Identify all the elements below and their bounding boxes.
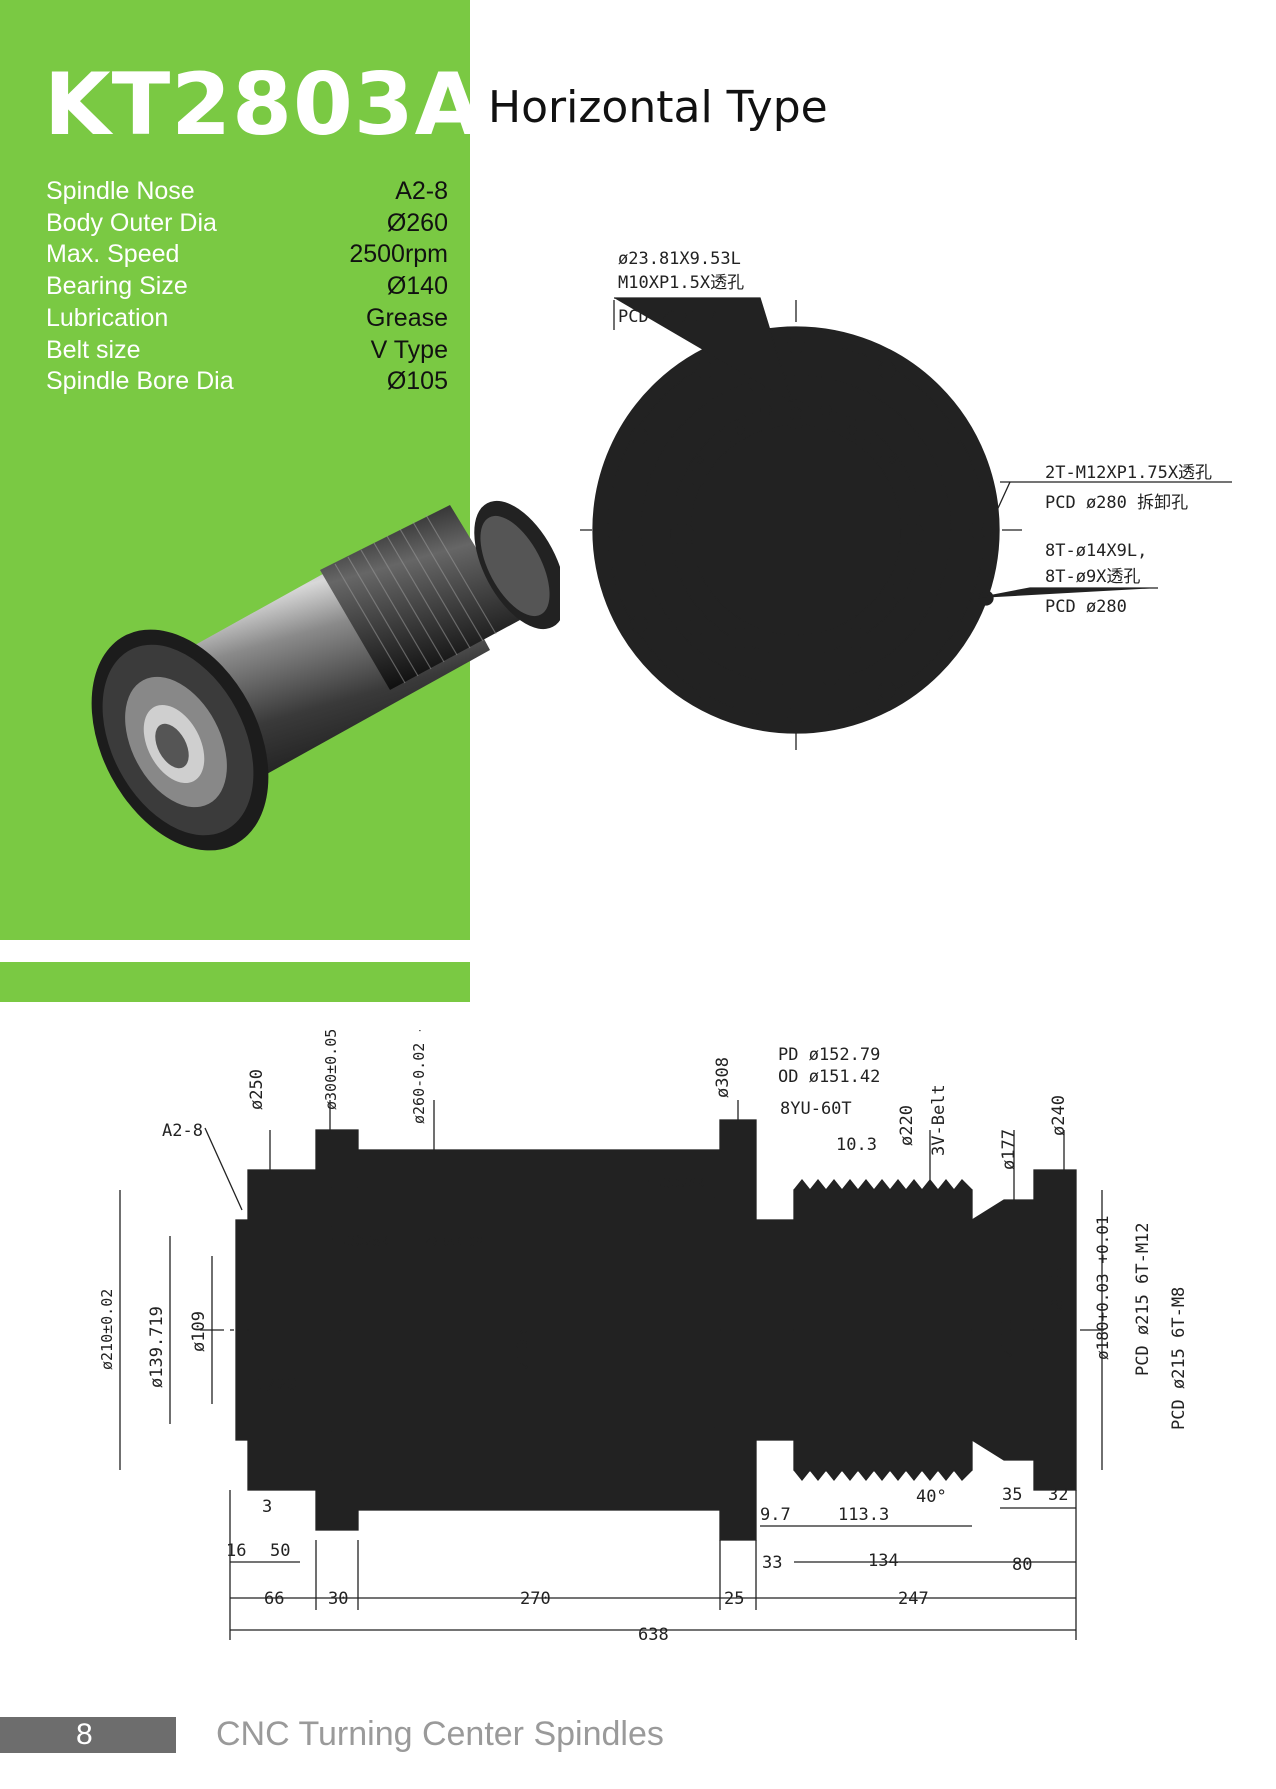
footer-title: CNC Turning Center Spindles	[216, 1715, 664, 1753]
note-pcd-280: PCD ø280	[1045, 597, 1127, 617]
front-view-drawing: ø23.81X9.53L M10XP1.5X透孔 PCD ø171.4 2T-M…	[580, 249, 1232, 750]
label-10: 10	[1046, 1266, 1063, 1282]
spec-row: Max. Speed 2500rpm	[46, 239, 448, 271]
label-25: 25	[724, 1589, 744, 1609]
label-d105: ø105	[513, 1329, 533, 1370]
label-brg-rear: NN3026K	[646, 1176, 706, 1192]
label-pd: PD ø152.79	[778, 1045, 880, 1065]
dimension-lines	[119, 1100, 1103, 1640]
label-belt: 3V-Belt	[929, 1084, 949, 1156]
bearings	[331, 1187, 717, 1471]
label-d240: ø240	[1049, 1095, 1069, 1136]
spec-value: Ø260	[386, 208, 448, 237]
inner-bolt-holes	[696, 399, 896, 464]
label-d308: ø308	[713, 1057, 733, 1098]
note-thread-through: M10XP1.5X透孔	[618, 273, 744, 293]
flange-outline	[580, 300, 1022, 750]
label-270: 270	[520, 1589, 551, 1609]
spec-value: Ø140	[386, 272, 448, 301]
label-35: 35	[1002, 1485, 1022, 1505]
label-d180: ø180+0.03 +0.01	[1093, 1216, 1112, 1361]
label-d139: ø139.719	[147, 1306, 167, 1388]
side-view-drawing: A2-8 ø250 ø300±0.05 ø260-0.02 -0.05 ø308…	[98, 1030, 1189, 1645]
spec-row: Belt size V Type	[46, 335, 448, 367]
spindle-photo	[91, 500, 560, 851]
label-d210: ø210±0.02	[98, 1289, 116, 1370]
label-pcd-m8: PCD ø215 6T-M8	[1169, 1287, 1189, 1430]
label-3: 3	[262, 1497, 272, 1517]
label-134: 134	[868, 1551, 899, 1571]
type-subtitle: Horizontal Type	[488, 82, 828, 133]
label-brg-mid: 140BAR10S	[418, 1235, 483, 1249]
label-d260: ø260-0.02 -0.05	[410, 1030, 428, 1124]
note-through-holes: 8T-ø9X透孔	[1045, 567, 1140, 587]
label-pcd-m12: PCD ø215 6T-M12	[1133, 1222, 1153, 1376]
label-d220: ø220	[897, 1105, 917, 1146]
label-16: 16	[226, 1541, 246, 1561]
label-33: 33	[762, 1553, 782, 1573]
label-9-7: 9.7	[760, 1505, 791, 1525]
label-d300: ø300±0.05	[322, 1030, 340, 1110]
spec-label: Spindle Bore Dia	[46, 367, 234, 396]
spec-row: Bearing Size Ø140	[46, 271, 448, 303]
spec-label: Max. Speed	[46, 240, 180, 269]
label-638: 638	[638, 1625, 669, 1645]
label-belt-spec: 8YU-60T	[780, 1099, 852, 1119]
note-pcd-280-removal: PCD ø280 拆卸孔	[1045, 493, 1188, 513]
label-32: 32	[1048, 1485, 1068, 1505]
spec-value: A2-8	[395, 177, 448, 205]
label-80: 80	[1012, 1555, 1032, 1575]
page-number-box: 8	[0, 1717, 176, 1753]
note-counterbore: 8T-ø14X9L,	[1045, 541, 1147, 561]
label-30: 30	[328, 1589, 348, 1609]
note-pcd-171: PCD ø171.4	[618, 307, 720, 327]
spec-label: Lubrication	[46, 303, 169, 332]
label-10-3: 10.3	[836, 1135, 877, 1155]
spec-label: Body Outer Dia	[46, 208, 217, 237]
note-hole-size: ø23.81X9.53L	[618, 249, 741, 269]
leader-lines	[613, 297, 1232, 599]
label-38: 38	[1046, 1298, 1063, 1314]
spindle-nose-flange	[91, 629, 269, 851]
belt-grooves	[793, 1178, 973, 1482]
label-d177: ø177	[999, 1129, 1019, 1170]
label-taper: 1/20	[256, 1375, 297, 1395]
spec-row: Spindle Bore Dia Ø105	[46, 366, 448, 398]
label-angle: 40°	[916, 1487, 947, 1507]
label-247: 247	[898, 1589, 929, 1609]
green-strip	[0, 962, 470, 1002]
label-d109: ø109	[189, 1311, 209, 1352]
page-number: 8	[76, 1718, 93, 1751]
spec-label: Belt size	[46, 335, 141, 364]
front-view-notes: ø23.81X9.53L M10XP1.5X透孔 PCD ø171.4 2T-M…	[618, 249, 1212, 617]
spec-row: Lubrication Grease	[46, 303, 448, 335]
label-66: 66	[264, 1589, 284, 1609]
outer-bolt-holes	[605, 336, 987, 724]
spec-value: 2500rpm	[349, 240, 448, 269]
side-view-labels: A2-8 ø250 ø300±0.05 ø260-0.02 -0.05 ø308…	[98, 1030, 1189, 1645]
spec-label: Spindle Nose	[46, 177, 195, 205]
spec-row: Body Outer Dia Ø260	[46, 208, 448, 240]
model-title: KT2803A	[44, 55, 483, 155]
label-a28: A2-8	[162, 1121, 203, 1141]
spec-value: Grease	[366, 303, 448, 332]
spec-value: Ø105	[386, 367, 448, 396]
label-od: OD ø151.42	[778, 1067, 880, 1087]
label-50: 50	[270, 1541, 290, 1561]
spec-value: V Type	[370, 335, 448, 364]
label-brg-front: NN3028K	[330, 1234, 390, 1250]
label-d250: ø250	[247, 1069, 267, 1110]
spec-table: Spindle Nose A2-8 Body Outer Dia Ø260 Max.…	[46, 176, 448, 398]
label-d111: ø111	[997, 1317, 1017, 1358]
spec-label: Bearing Size	[46, 272, 188, 301]
note-removal-holes: 2T-M12XP1.75X透孔	[1045, 463, 1212, 483]
spec-row: Spindle Nose A2-8	[46, 176, 448, 208]
label-113-3: 113.3	[838, 1505, 889, 1525]
